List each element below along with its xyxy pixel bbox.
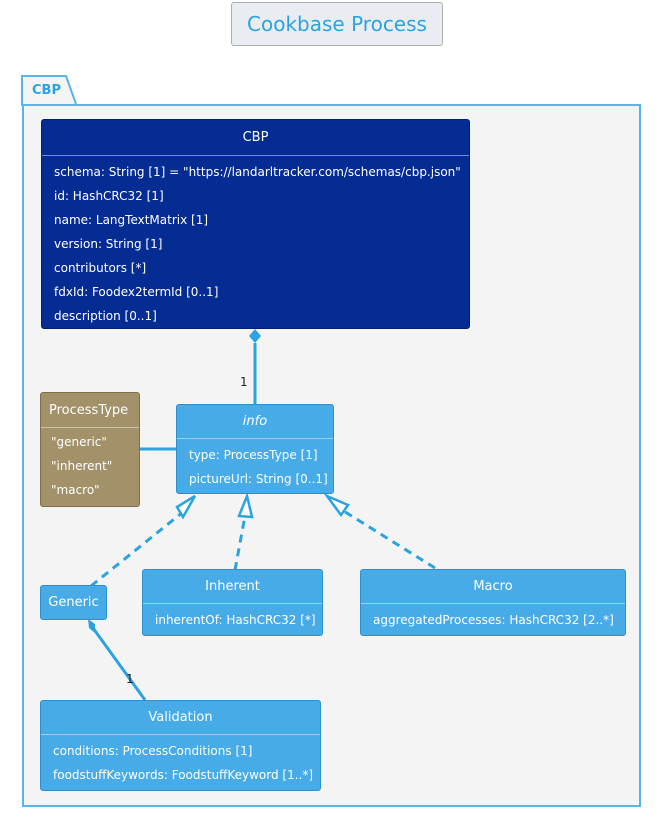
- diagram-title: Cookbase Process: [231, 2, 443, 46]
- enum-value: "macro": [51, 483, 100, 497]
- cbp-attribute: version: String [1]: [54, 237, 163, 251]
- class-cbp[interactable]: CBP schema: String [1] = "https://landar…: [41, 119, 470, 329]
- class-validation-name: Validation: [41, 701, 320, 735]
- cbp-attribute: fdxId: Foodex2termId [0..1]: [54, 285, 219, 299]
- class-macro[interactable]: Macro aggregatedProcesses: HashCRC32 [2.…: [360, 569, 626, 636]
- inherent-realization-line: [233, 515, 247, 571]
- package-label: CBP: [32, 82, 61, 98]
- macro-realization-line: [341, 508, 436, 570]
- macro-attribute: aggregatedProcesses: HashCRC32 [2..*]: [373, 613, 614, 627]
- cbp-attribute: description [0..1]: [54, 309, 157, 323]
- cbp-attribute: name: LangTextMatrix [1]: [54, 213, 209, 227]
- realization-arrow-icon: [237, 491, 254, 519]
- inherent-attribute: inherentOf: HashCRC32 [*]: [155, 613, 316, 627]
- info-attribute: pictureUrl: String [0..1]: [189, 472, 328, 486]
- cbp-info-multiplicity: 1: [240, 375, 248, 389]
- realization-arrow-icon: [175, 494, 197, 520]
- generic-realization-line: [90, 510, 184, 588]
- cbp-attribute: contributors [*]: [54, 261, 147, 275]
- realization-arrow-icon: [323, 493, 350, 518]
- class-cbp-name: CBP: [42, 120, 469, 156]
- generic-validation-multiplicity: 1: [126, 672, 134, 686]
- class-info-name: info: [177, 405, 333, 439]
- class-inherent[interactable]: Inherent inherentOf: HashCRC32 [*]: [142, 569, 323, 636]
- cbp-attribute: schema: String [1] = "https://landarltra…: [54, 165, 461, 179]
- info-attribute: type: ProcessType [1]: [189, 448, 318, 462]
- generic-validation-composition-line: [91, 627, 147, 701]
- class-macro-name: Macro: [361, 570, 625, 604]
- class-generic[interactable]: Generic: [40, 585, 107, 620]
- enum-value: "generic": [51, 435, 107, 449]
- enum-processtype[interactable]: ProcessType "generic" "inherent" "macro": [40, 392, 140, 507]
- class-info[interactable]: info type: ProcessType [1] pictureUrl: S…: [176, 404, 334, 494]
- enum-processtype-name: ProcessType: [41, 393, 139, 428]
- validation-attribute: foodstuffKeywords: FoodstuffKeyword [1..…: [53, 768, 314, 782]
- composition-diamond-icon: [88, 619, 95, 633]
- class-generic-name: Generic: [48, 595, 99, 610]
- validation-attribute: conditions: ProcessConditions [1]: [53, 744, 253, 758]
- class-inherent-name: Inherent: [143, 570, 322, 604]
- composition-diamond-icon: [249, 329, 261, 343]
- enum-value: "inherent": [51, 459, 113, 473]
- class-validation[interactable]: Validation conditions: ProcessConditions…: [40, 700, 321, 791]
- cbp-attribute: id: HashCRC32 [1]: [54, 189, 164, 203]
